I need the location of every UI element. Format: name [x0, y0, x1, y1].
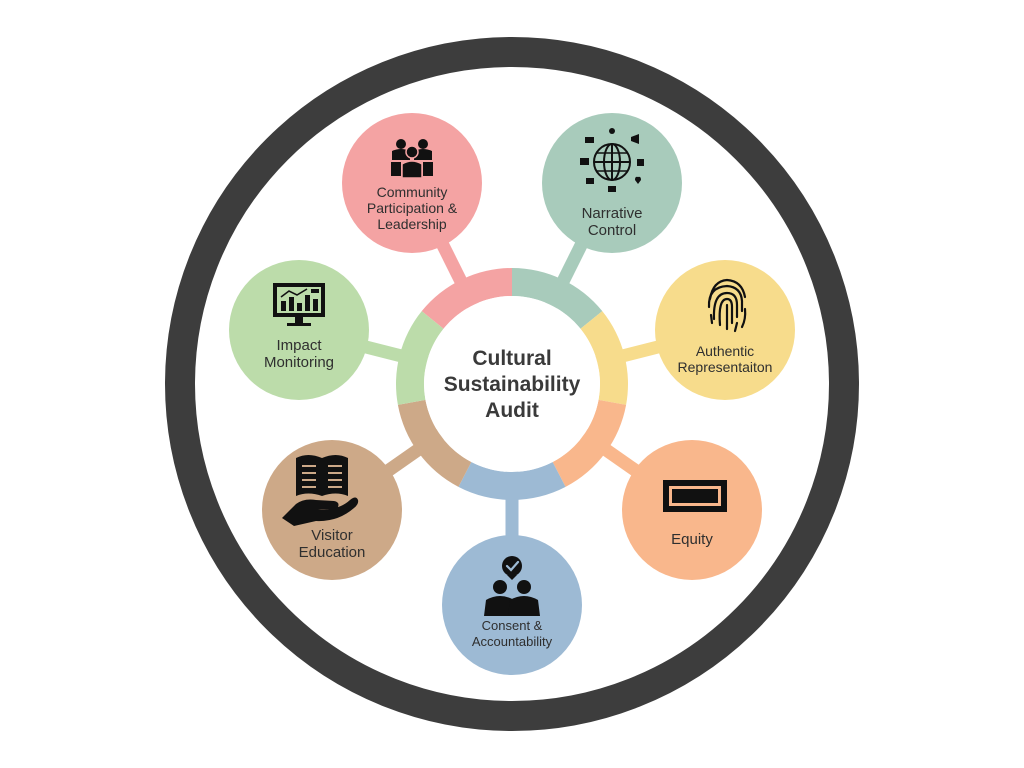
node-circle: [542, 113, 682, 253]
node-label-line-1: Impact: [276, 337, 322, 354]
node-label-line-2: Accountability: [472, 634, 553, 649]
ring-segment-consent: [458, 462, 566, 500]
node-visitor-education: Visitor Education: [262, 440, 402, 580]
node-label-line-1: Authentic: [696, 343, 754, 359]
hub-title-line-2: Sustainability: [444, 373, 581, 396]
node-label-line-1: Equity: [671, 531, 713, 548]
node-label-line-2: Education: [299, 544, 366, 561]
node-label-line-2: Participation &: [367, 200, 458, 216]
agreement-people-icon: [484, 556, 540, 616]
node-authentic-representation: Authentic Representaiton: [655, 260, 795, 400]
node-label-line-3: Leadership: [377, 216, 446, 232]
node-label-line-2: Monitoring: [264, 354, 334, 371]
hub: Cultural Sustainability Audit: [424, 296, 600, 472]
node-circle: [342, 113, 482, 253]
node-label-line-1: Community: [377, 184, 448, 200]
certificate-frame-icon: [663, 480, 727, 512]
node-circle: [655, 260, 795, 400]
outer-ring: [165, 37, 859, 731]
ring-segment-visitor: [397, 399, 472, 487]
node-equity: Equity: [622, 440, 762, 580]
hub-title-line-1: Cultural: [472, 347, 551, 370]
ring-segment-impact: [396, 311, 444, 405]
ring-segment-equity: [552, 399, 627, 487]
ring-segment-authentic: [580, 311, 628, 405]
node-label-line-1: Visitor: [311, 527, 352, 544]
ring-segment-community: [421, 268, 512, 329]
node-label-line-2: Representaiton: [678, 359, 773, 375]
node-circle: [229, 260, 369, 400]
inner-segmented-ring: [396, 268, 628, 500]
node-narrative-control: Narrative Control: [542, 113, 682, 253]
node-community-participation: Community Participation & Leadership: [342, 113, 482, 253]
hub-title-line-3: Audit: [485, 399, 539, 422]
node-label-line-2: Control: [588, 222, 636, 239]
node-impact-monitoring: Impact Monitoring: [229, 260, 369, 400]
people-group-icon: [391, 139, 433, 179]
book-in-hand-icon: [282, 455, 359, 526]
globe-media-icon: [580, 128, 644, 192]
fingerprint-icon: [707, 278, 747, 333]
monitor-chart-icon: [273, 283, 325, 326]
node-consent-accountability: Consent & Accountability: [442, 535, 582, 675]
hub-circle: [424, 296, 600, 472]
node-label-line-1: Narrative: [582, 205, 643, 222]
node-label-line-1: Consent &: [482, 618, 543, 633]
ring-segment-narrative: [512, 268, 603, 329]
